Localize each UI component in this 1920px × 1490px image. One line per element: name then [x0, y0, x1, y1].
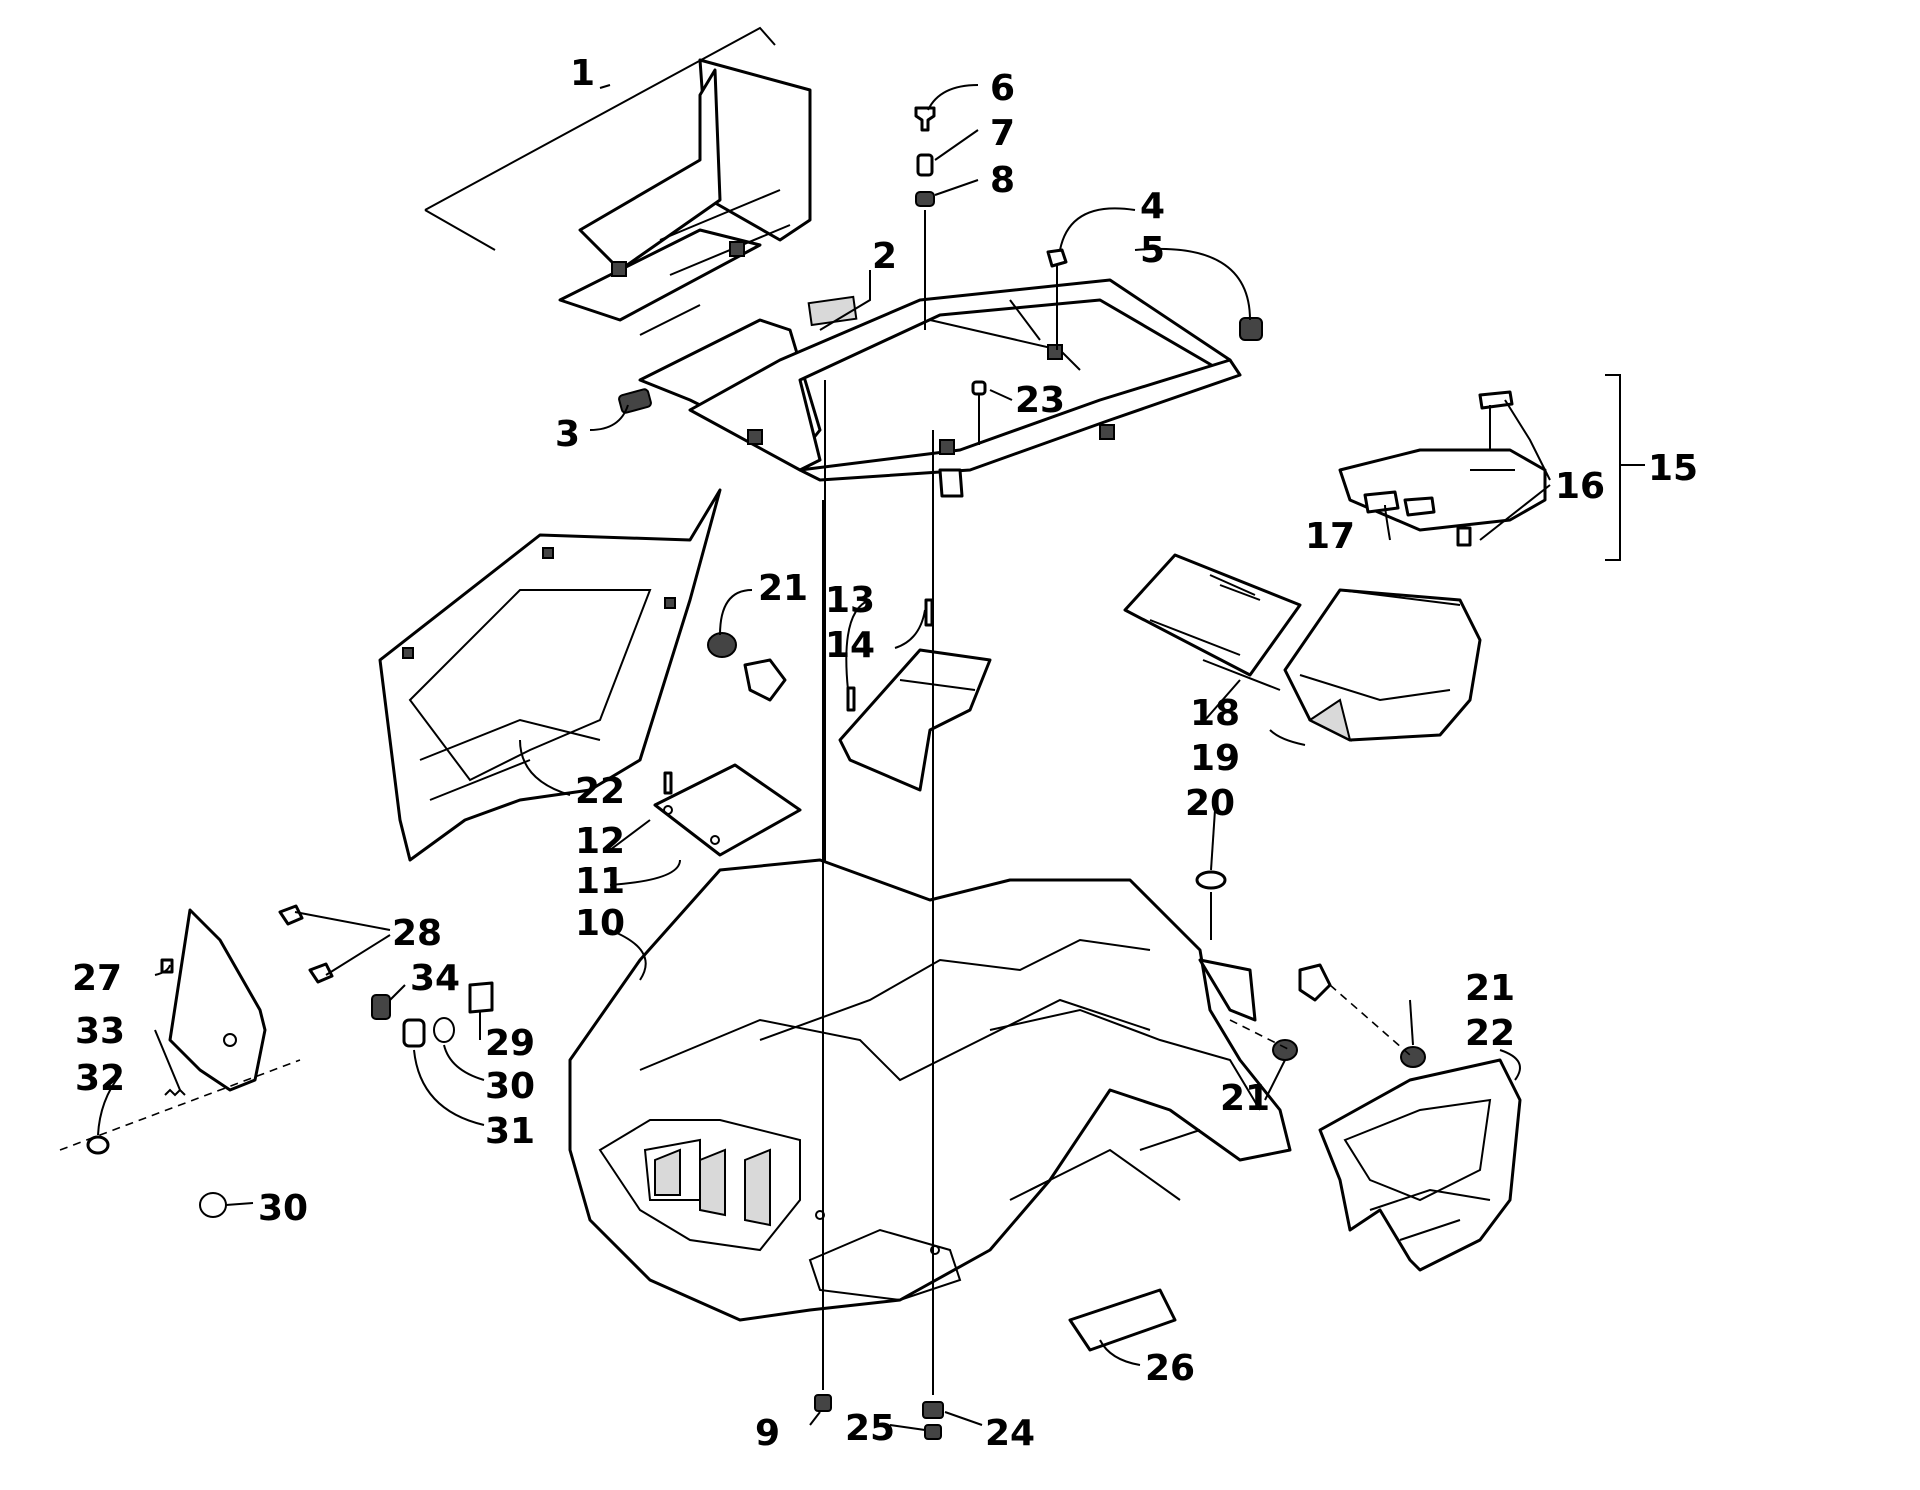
- callout-10: 10: [575, 903, 625, 944]
- callout-30-lower: 30: [258, 1188, 308, 1229]
- front-rack: [424, 26, 1242, 498]
- callout-21-left: 21: [758, 568, 808, 609]
- callout-7: 7: [990, 113, 1015, 154]
- callout-17: 17: [1305, 516, 1355, 557]
- callout-21-right-top: 21: [1465, 968, 1515, 1009]
- callout-8: 8: [990, 160, 1015, 201]
- callout-2: 2: [872, 236, 897, 277]
- leader-lines: [97, 84, 1645, 1431]
- left-side-panel: [378, 488, 722, 862]
- callout-34: 34: [410, 958, 460, 999]
- callout-9: 9: [755, 1413, 780, 1454]
- callout-4: 4: [1140, 186, 1165, 227]
- access-plate-11-12: [653, 763, 802, 857]
- callout-22-left: 22: [575, 771, 625, 812]
- callout-3: 3: [555, 414, 580, 455]
- callout-21-right-bottom: 21: [1220, 1078, 1270, 1119]
- callout-labels: 1 2 3 4 5 6 7 8 9 10 11 12 13 14 15 16 1…: [72, 53, 1698, 1454]
- front-fender-body: [568, 858, 1292, 1322]
- callout-25: 25: [845, 1408, 895, 1449]
- callout-15: 15: [1648, 448, 1698, 489]
- callout-33: 33: [75, 1011, 125, 1052]
- callout-14: 14: [825, 625, 875, 666]
- hardware-28-34: [59, 904, 494, 1155]
- callout-22-right: 22: [1465, 1013, 1515, 1054]
- storage-box-19: [1283, 588, 1482, 742]
- callout-26: 26: [1145, 1348, 1195, 1389]
- callout-29: 29: [485, 1023, 535, 1064]
- callout-16: 16: [1555, 466, 1605, 507]
- storage-lid-15: [1338, 390, 1547, 547]
- storage-tray-18: [1123, 553, 1302, 677]
- callout-30-upper: 30: [485, 1066, 535, 1107]
- right-side-panel: [1318, 1058, 1522, 1272]
- callout-23: 23: [1015, 380, 1065, 421]
- light-bracket-27: [160, 908, 267, 1092]
- callout-6: 6: [990, 68, 1015, 109]
- hardware-9-24-25: [814, 430, 944, 1440]
- callout-28: 28: [392, 913, 442, 954]
- callout-11: 11: [575, 861, 625, 902]
- callout-13: 13: [825, 580, 875, 621]
- callout-5: 5: [1140, 230, 1165, 271]
- callout-19: 19: [1190, 738, 1240, 779]
- callout-32: 32: [75, 1058, 125, 1099]
- grommet-21-left: [707, 632, 787, 702]
- callout-1: 1: [570, 53, 595, 94]
- bracket-15: [1605, 374, 1621, 561]
- grommets-21-right: [1229, 963, 1426, 1068]
- callout-18: 18: [1190, 693, 1240, 734]
- hardware-6-7-8: [824, 106, 936, 880]
- clip-20: [1195, 870, 1227, 940]
- callout-12: 12: [575, 821, 625, 862]
- callout-27: 27: [72, 958, 122, 999]
- callout-24: 24: [985, 1413, 1035, 1454]
- callout-20: 20: [1185, 783, 1235, 824]
- washer-30: [199, 1192, 227, 1218]
- decal-26: [1068, 1288, 1177, 1352]
- callout-31: 31: [485, 1111, 535, 1152]
